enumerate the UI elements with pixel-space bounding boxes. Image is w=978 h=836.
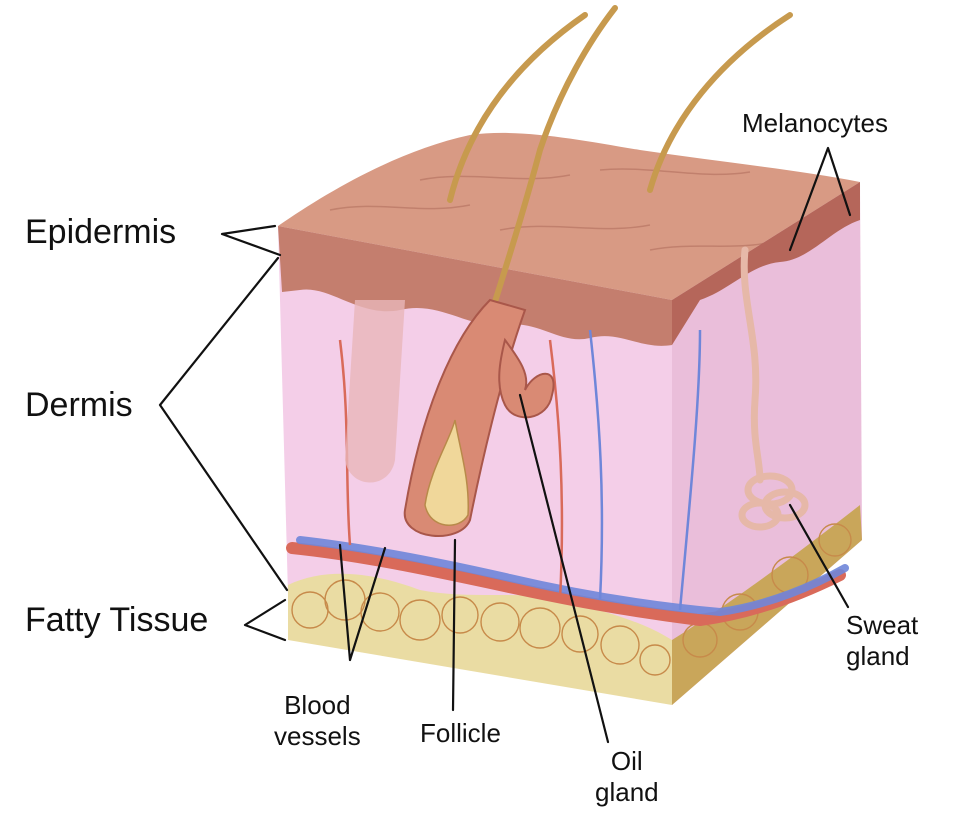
sweat-gland-coil: [738, 472, 809, 531]
label-melanocytes: Melanocytes: [742, 108, 888, 138]
inactive-follicle: [345, 300, 405, 483]
label-fatty-tissue: Fatty Tissue: [25, 601, 209, 639]
hair-bulb: [424, 419, 470, 526]
epidermis-layer: [278, 226, 672, 346]
vein: [296, 536, 849, 617]
fatty-tissue-layer: [288, 573, 672, 705]
label-dermis: Dermis: [25, 386, 133, 424]
label-oil-gland: Oil gland: [595, 746, 659, 808]
label-epidermis: Epidermis: [25, 213, 177, 251]
label-follicle: Follicle: [420, 718, 501, 748]
leader-lines: [158, 146, 852, 744]
label-blood-vessels: Blood vessels: [274, 690, 361, 752]
epidermis-side: [672, 182, 860, 345]
oil-gland-shape: [498, 337, 555, 419]
label-sweat-gland: Sweat gland: [846, 610, 919, 672]
sweat-gland-duct: [740, 246, 764, 484]
